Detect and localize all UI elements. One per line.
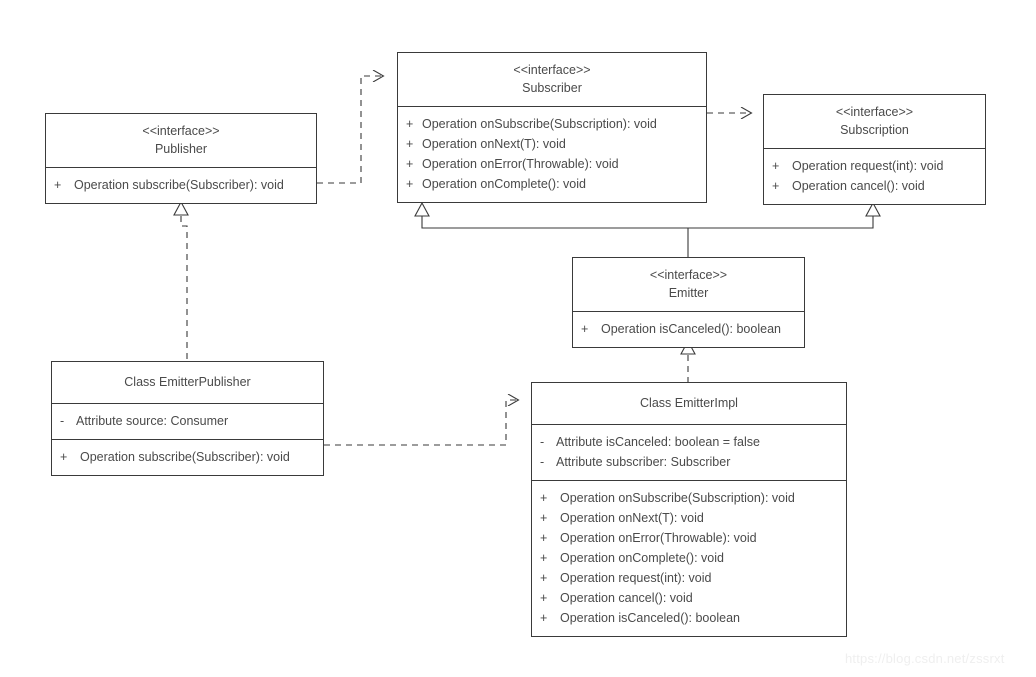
edge-emitterpublisher-uses-emitterimpl (324, 400, 518, 446)
class-box-emitter-impl[interactable]: Class EmitterImpl - Attribute isCanceled… (531, 382, 847, 637)
visibility-marker: + (406, 157, 414, 171)
operation-row: + Operation onComplete(): void (398, 174, 706, 194)
operation-label: Operation onError(Throwable): void (560, 531, 757, 545)
visibility-marker: - (540, 455, 545, 469)
operation-label: Operation cancel(): void (560, 591, 693, 605)
attribute-row: - Attribute subscriber: Subscriber (532, 452, 846, 472)
class-box-emitter[interactable]: <<interface>> Emitter + Operation isCanc… (572, 257, 805, 348)
operation-row: + Operation onError(Throwable): void (398, 154, 706, 174)
class-header-emitter-impl: Class EmitterImpl (532, 383, 846, 424)
operation-label: Operation subscribe(Subscriber): void (74, 178, 284, 192)
stereotype-label: <<interface>> (513, 63, 591, 77)
edge-emitter-extends-subscriber-and-subscription (414, 201, 881, 257)
stereotype-label: <<interface>> (649, 268, 728, 282)
class-name-label: Class EmitterPublisher (124, 375, 251, 389)
visibility-marker: + (406, 137, 414, 151)
visibility-marker: + (540, 551, 548, 565)
operation-label: Operation request(int): void (560, 571, 712, 585)
visibility-marker: - (60, 414, 65, 428)
visibility-marker: + (540, 531, 548, 545)
operations-section-emitter: + Operation isCanceled(): boolean (573, 311, 804, 347)
operation-row: + Operation subscribe(Subscriber): void (46, 175, 316, 195)
operation-row: + Operation isCanceled(): boolean (532, 608, 846, 628)
visibility-marker: + (540, 571, 548, 585)
visibility-marker: + (540, 491, 548, 505)
class-name-label: Class EmitterImpl (640, 396, 738, 410)
edge-emitterpublisher-implements-publisher (173, 200, 189, 364)
class-name-label: Publisher (154, 142, 208, 156)
operation-row: + Operation cancel(): void (764, 176, 985, 196)
operation-row: + Operation request(int): void (532, 568, 846, 588)
visibility-marker: + (772, 179, 780, 193)
attribute-row: - Attribute isCanceled: boolean = false (532, 432, 846, 452)
visibility-marker: + (540, 511, 548, 525)
operation-label: Operation onComplete(): void (422, 177, 586, 191)
operation-label: Operation onComplete(): void (560, 551, 724, 565)
class-name-label: Subscriber (522, 81, 582, 95)
class-box-publisher[interactable]: <<interface>> Publisher + Operation subs… (45, 113, 317, 204)
watermark-text: https://blog.csdn.net/zssrxt (845, 651, 1005, 666)
visibility-marker: + (406, 177, 414, 191)
operations-section-emitter-impl: + Operation onSubscribe(Subscription): v… (532, 480, 846, 636)
class-name-label: Subscription (840, 123, 909, 137)
operation-row: + Operation cancel(): void (532, 588, 846, 608)
operation-label: Operation onSubscribe(Subscription): voi… (560, 491, 795, 505)
class-header-emitter-publisher: Class EmitterPublisher (52, 362, 323, 403)
visibility-marker: + (60, 450, 68, 464)
class-header-subscriber: <<interface>> Subscriber (398, 53, 706, 106)
operations-section-subscriber: + Operation onSubscribe(Subscription): v… (398, 106, 706, 202)
operation-label: Operation isCanceled(): boolean (601, 322, 781, 336)
operation-label: Operation onNext(T): void (560, 511, 704, 525)
operation-row: + Operation onNext(T): void (398, 134, 706, 154)
operation-label: Operation cancel(): void (792, 179, 925, 193)
class-header-subscription: <<interface>> Subscription (764, 95, 985, 148)
operation-label: Operation isCanceled(): boolean (560, 611, 740, 625)
operation-row: + Operation request(int): void (764, 156, 985, 176)
operation-label: Operation request(int): void (792, 159, 944, 173)
class-box-emitter-publisher[interactable]: Class EmitterPublisher - Attribute sourc… (51, 361, 324, 476)
visibility-marker: + (772, 159, 780, 173)
operations-section-publisher: + Operation subscribe(Subscriber): void (46, 167, 316, 203)
operations-section-subscription: + Operation request(int): void + Operati… (764, 148, 985, 204)
operation-row: + Operation subscribe(Subscriber): void (52, 447, 323, 467)
operation-row: + Operation onNext(T): void (532, 508, 846, 528)
class-header-emitter: <<interface>> Emitter (573, 258, 804, 311)
class-box-subscription[interactable]: <<interface>> Subscription + Operation r… (763, 94, 986, 205)
operation-row: + Operation isCanceled(): boolean (573, 319, 804, 339)
operation-label: Operation onError(Throwable): void (422, 157, 619, 171)
operation-row: + Operation onSubscribe(Subscription): v… (398, 114, 706, 134)
edge-publisher-uses-subscriber (317, 76, 383, 184)
operations-section-emitter-publisher: + Operation subscribe(Subscriber): void (52, 439, 323, 475)
class-name-label: Emitter (668, 286, 709, 300)
stereotype-label: <<interface>> (835, 105, 914, 119)
attribute-label: Attribute source: Consumer (76, 414, 229, 428)
operation-row: + Operation onComplete(): void (532, 548, 846, 568)
visibility-marker: + (581, 322, 589, 336)
operation-label: Operation onSubscribe(Subscription): voi… (422, 117, 657, 131)
attribute-label: Attribute isCanceled: boolean = false (556, 435, 760, 449)
class-header-publisher: <<interface>> Publisher (46, 114, 316, 167)
attributes-section-emitter-impl: - Attribute isCanceled: boolean = false … (532, 424, 846, 480)
operation-label: Operation subscribe(Subscriber): void (80, 450, 290, 464)
attribute-label: Attribute subscriber: Subscriber (556, 455, 731, 469)
visibility-marker: + (540, 611, 548, 625)
attributes-section-emitter-publisher: - Attribute source: Consumer (52, 403, 323, 439)
visibility-marker: + (54, 178, 62, 192)
attribute-row: - Attribute source: Consumer (52, 411, 323, 431)
stereotype-label: <<interface>> (142, 124, 220, 138)
operation-row: + Operation onError(Throwable): void (532, 528, 846, 548)
visibility-marker: + (540, 591, 548, 605)
operation-row: + Operation onSubscribe(Subscription): v… (532, 488, 846, 508)
visibility-marker: + (406, 117, 414, 131)
class-box-subscriber[interactable]: <<interface>> Subscriber + Operation onS… (397, 52, 707, 203)
visibility-marker: - (540, 435, 545, 449)
operation-label: Operation onNext(T): void (422, 137, 566, 151)
